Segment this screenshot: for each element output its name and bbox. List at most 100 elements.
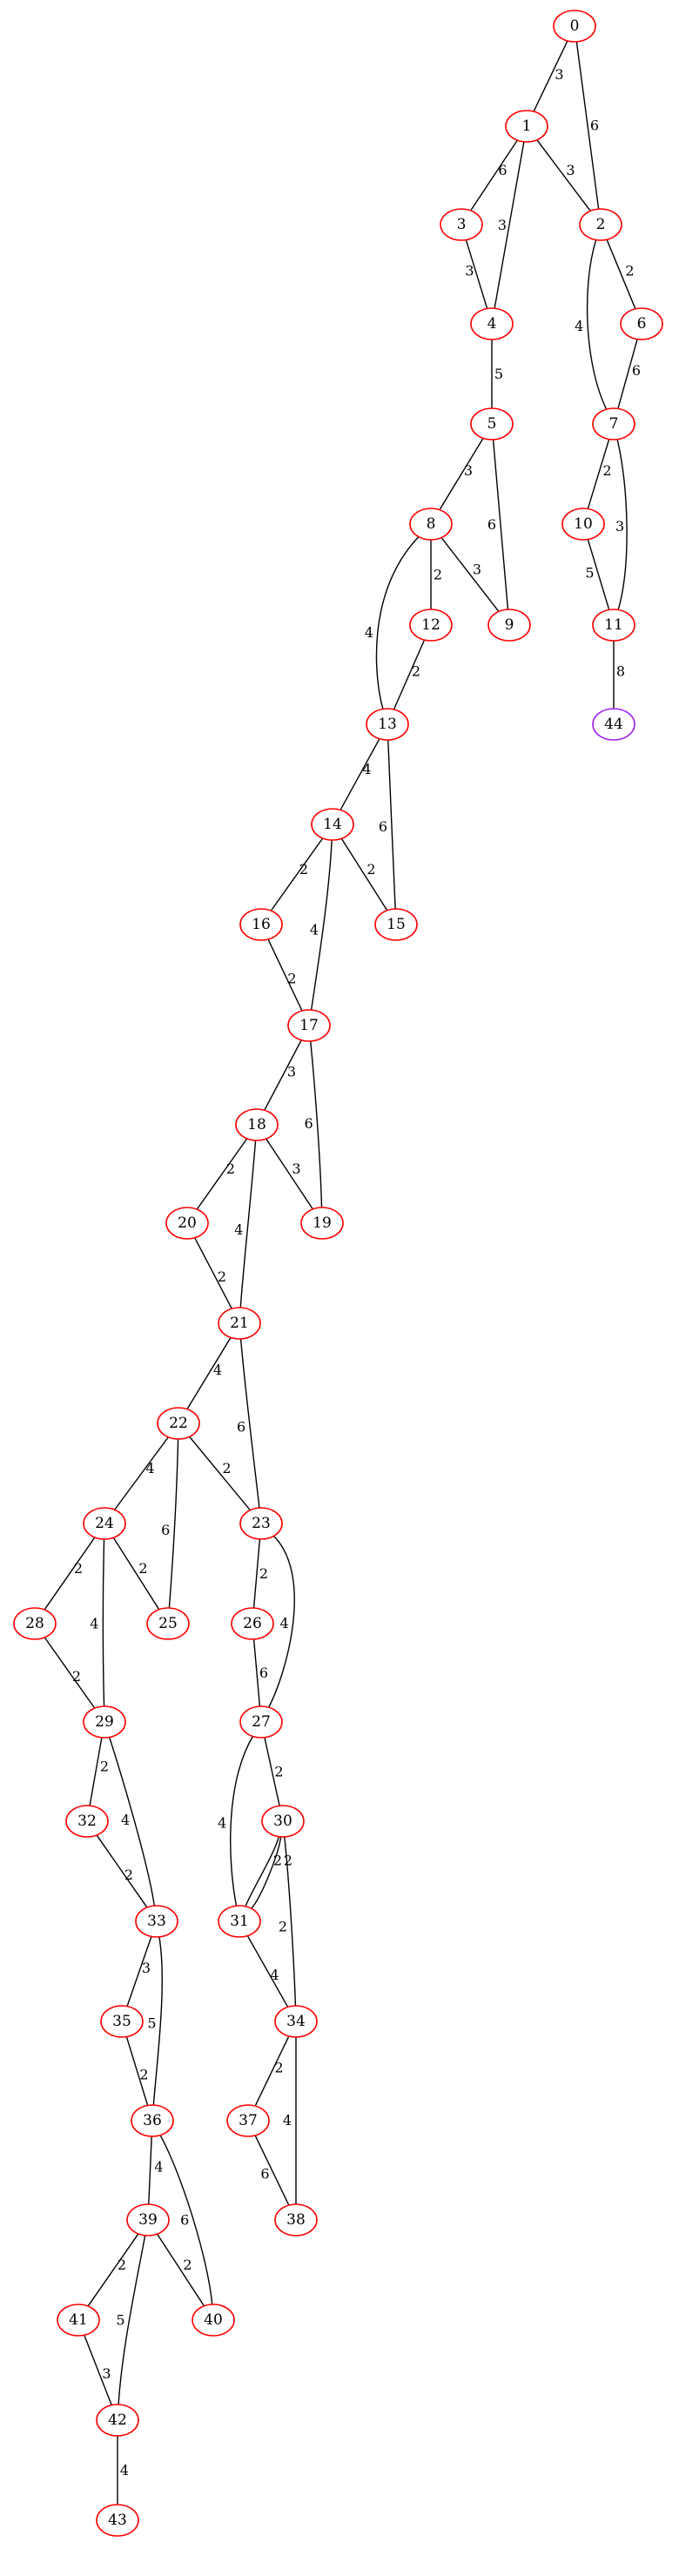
edge-24-28	[44, 1537, 96, 1611]
edge-weight-label: 4	[310, 922, 319, 938]
edge-39-41	[87, 2233, 139, 2307]
edge-24-29	[102, 1538, 105, 1707]
node-label: 41	[69, 2311, 88, 2329]
node-2: 2	[579, 208, 622, 241]
edge-34-37	[254, 2035, 290, 2107]
edge-31-30	[251, 1836, 282, 1909]
node-11: 11	[592, 609, 635, 642]
node-22: 22	[157, 1407, 200, 1440]
edge-weight-label: 4	[213, 1362, 222, 1378]
edge-22-23	[189, 1436, 251, 1511]
edge-weight-label: 6	[237, 1418, 245, 1435]
node-27: 27	[239, 1705, 283, 1739]
node-label: 38	[286, 2211, 306, 2229]
edge-36-39	[148, 2135, 152, 2205]
node-label: 42	[108, 2411, 127, 2429]
node-8: 8	[409, 508, 453, 541]
edge-13-15	[387, 739, 396, 910]
edge-weight-label: 6	[632, 362, 641, 379]
node-label: 23	[252, 1515, 271, 1532]
node-21: 21	[218, 1307, 261, 1340]
edge-33-35	[126, 1936, 152, 2007]
node-20: 20	[165, 1207, 209, 1240]
edge-3-4	[465, 239, 488, 309]
edge-17-18	[264, 1039, 302, 1111]
node-label: 21	[230, 1315, 249, 1332]
node-36: 36	[131, 2104, 174, 2137]
node-ellipse	[409, 508, 453, 541]
edge-32-33	[96, 1834, 148, 1908]
edge-31-34	[246, 1935, 289, 2008]
edge-8-9	[440, 537, 500, 612]
edge-27-31	[230, 1736, 253, 1907]
edge-35-36	[125, 2036, 149, 2106]
nodes-layer: 0123456789101112131415161718192021222324…	[13, 10, 663, 2537]
edge-6-7	[617, 339, 638, 409]
node-4: 4	[470, 307, 514, 340]
edge-2-7	[586, 239, 608, 410]
edge-7-10	[587, 439, 610, 509]
node-ellipse	[96, 2504, 139, 2537]
edge-weight-label: 6	[487, 516, 496, 533]
edge-weight-label: 2	[218, 1268, 226, 1285]
edge-17-19	[310, 1040, 323, 1208]
edge-weight-label: 5	[494, 366, 503, 382]
node-ellipse	[157, 1407, 200, 1440]
node-ellipse	[83, 1705, 126, 1739]
edge-10-11	[587, 539, 610, 610]
node-13: 13	[366, 708, 409, 741]
edge-weight-label: 3	[566, 162, 575, 178]
edges-layer	[44, 40, 638, 2505]
edge-30-31	[245, 1836, 280, 1907]
node-label: 18	[247, 1116, 266, 1133]
edge-2-6	[606, 239, 636, 310]
node-5: 5	[470, 407, 514, 441]
node-ellipse	[239, 1507, 283, 1540]
node-17: 17	[287, 1009, 331, 1042]
edge-5-8	[439, 438, 484, 510]
edge-weight-label: 4	[365, 624, 373, 641]
edge-weight-label: 2	[118, 2257, 126, 2273]
node-label: 27	[252, 1713, 271, 1731]
node-ellipse	[135, 1905, 178, 1938]
node-ellipse	[100, 2005, 144, 2038]
node-41: 41	[57, 2304, 100, 2337]
edge-weight-label: 2	[273, 1853, 282, 1869]
node-label: 13	[378, 716, 397, 733]
node-label: 33	[147, 1913, 166, 1930]
node-ellipse	[96, 2404, 139, 2437]
node-ellipse	[239, 908, 283, 941]
node-ellipse	[300, 1207, 344, 1240]
node-ellipse	[592, 407, 635, 441]
edge-weight-label: 2	[299, 861, 308, 878]
edge-weight-label: 2	[412, 663, 420, 680]
node-label: 0	[570, 17, 580, 35]
edge-27-30	[264, 1737, 280, 1806]
edge-weight-label: 2	[259, 1565, 268, 1582]
edge-weight-label: 5	[116, 2311, 124, 2328]
node-label: 9	[505, 616, 514, 634]
edge-weight-label: 4	[362, 761, 371, 777]
edge-22-24	[114, 1436, 169, 1510]
node-label: 30	[273, 1813, 292, 1830]
edge-weight-label: 2	[274, 1764, 283, 1780]
node-label: 8	[427, 515, 436, 533]
edge-weight-label: 2	[226, 1160, 235, 1177]
edge-weight-label: 3	[292, 1160, 300, 1177]
node-12: 12	[409, 609, 453, 642]
node-ellipse	[126, 2203, 170, 2236]
edge-weight-label: 3	[102, 2365, 111, 2382]
node-ellipse	[487, 609, 531, 642]
edge-14-16	[270, 837, 324, 911]
node-ellipse	[470, 307, 514, 340]
edge-weight-label: 2	[183, 2257, 192, 2273]
edge-weight-label: 6	[161, 1522, 170, 1538]
node-19: 19	[300, 1207, 344, 1240]
edge-22-25	[168, 1438, 179, 1609]
node-7: 7	[592, 407, 635, 441]
edge-28-29	[44, 1637, 96, 1709]
node-ellipse	[274, 2005, 318, 2038]
node-label: 28	[25, 1615, 44, 1632]
node-33: 33	[135, 1905, 178, 1938]
node-ellipse	[13, 1607, 57, 1640]
